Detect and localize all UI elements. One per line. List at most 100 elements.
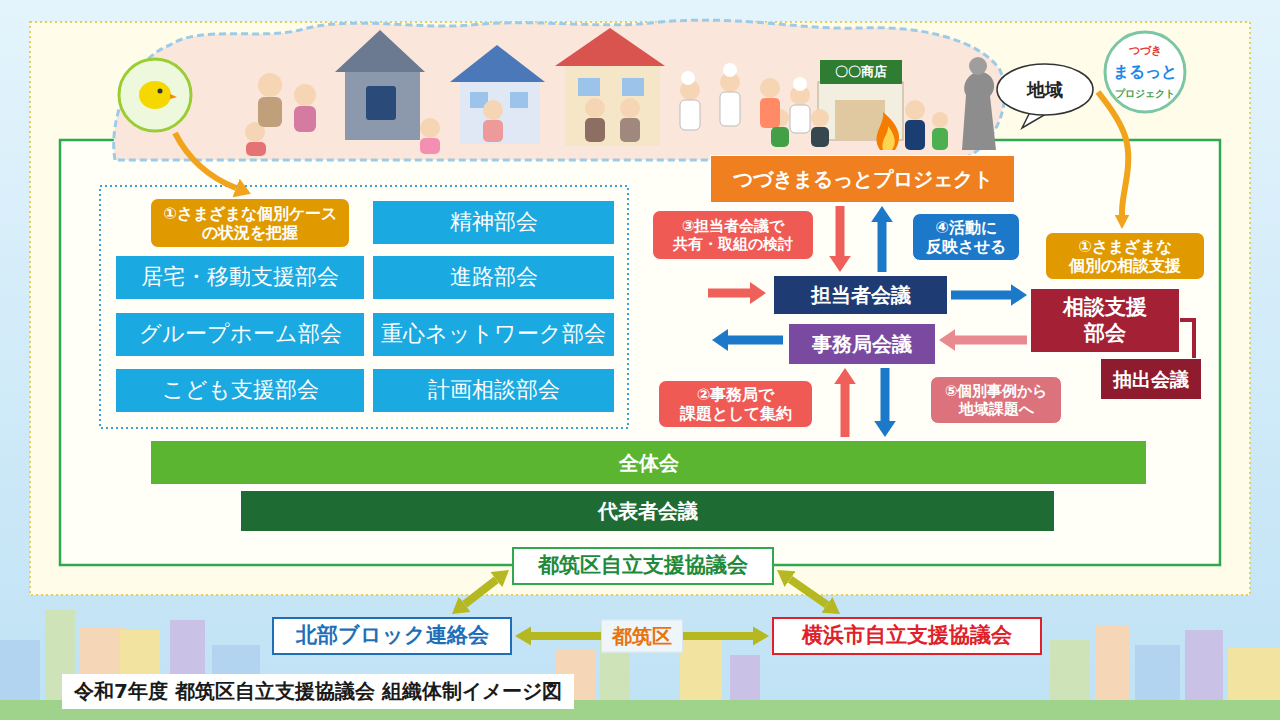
community-illustration (483, 120, 503, 142)
subcommittee-box: 相談支援 部会 (1030, 288, 1180, 353)
node-text: 進路部会 (450, 264, 538, 290)
community-illustration (555, 28, 665, 66)
subcommittee-box: 進路部会 (372, 255, 615, 300)
project-logo (1105, 32, 1185, 112)
leader-arrow (175, 133, 236, 188)
meeting-box: 担当者会議 (773, 275, 948, 315)
connector (955, 336, 1027, 345)
node-text: 居宅・移動支援部会 (141, 264, 339, 290)
node-text: つづきまるっとプロジェクト (733, 167, 993, 191)
node-text: 計画相談部会 (428, 377, 560, 403)
step-callout: ④活動に 反映させる (912, 213, 1020, 261)
community-illustration (680, 100, 700, 130)
community-illustration (460, 82, 540, 144)
community-illustration (622, 78, 644, 96)
council-box: 都筑区自立支援協議会 (512, 547, 774, 585)
community-illustration (294, 106, 316, 132)
community-illustration (620, 118, 640, 142)
helper-logo (119, 59, 191, 131)
node-text: ①さまざまな 個別の相談支援 (1056, 237, 1194, 275)
node-text: ①さまざまな個別ケース の状況を把握 (161, 204, 339, 242)
community-illustration (877, 112, 900, 150)
community-illustration (905, 100, 925, 120)
node-text: 代表者会議 (598, 499, 698, 523)
node-text: ④活動に 反映させる (923, 218, 1009, 256)
community-illustration (585, 118, 605, 142)
node-text: ②事務局で 課題として集約 (669, 385, 802, 423)
community-illustration (882, 126, 894, 150)
flow-arrow (708, 289, 750, 298)
connector (951, 291, 1011, 300)
community-illustration (565, 66, 660, 146)
meeting-box: 抽出会議 (1100, 358, 1202, 400)
community-illustration (245, 72, 948, 142)
flow-arrow (728, 336, 783, 345)
community-illustration (760, 98, 780, 128)
node-text: 全体会 (619, 451, 679, 475)
flow-arrow (728, 340, 783, 341)
community-illustration (760, 78, 780, 98)
project-box: つづきまるっとプロジェクト (710, 155, 1015, 203)
node-text: 抽出会議 (1113, 368, 1189, 391)
community-illustration (246, 63, 948, 156)
community-illustration (420, 118, 440, 138)
community-illustration (345, 72, 420, 140)
community-illustration (793, 77, 807, 91)
community-illustration (790, 105, 810, 133)
node-text: ③担当者会議で 共有・取組の検討 (663, 217, 803, 253)
community-illustration (483, 100, 503, 120)
connector (841, 384, 850, 437)
node-text: ⑤個別事例から 地域課題へ (941, 382, 1051, 418)
community-illustration (962, 72, 996, 150)
step-callout: ②事務局で 課題として集約 (658, 380, 813, 428)
community-illustration (335, 30, 425, 72)
connector (790, 579, 827, 605)
bubble-outline (997, 64, 1093, 115)
step-callout: ①さまざまな 個別の相談支援 (1045, 232, 1205, 280)
connector (1180, 320, 1194, 358)
meeting-box: 事務局会議 (788, 323, 936, 365)
community-illustration (246, 142, 266, 156)
connector (465, 580, 497, 604)
node-text: グループホーム部会 (139, 321, 342, 347)
node-text: 北部ブロック連絡会 (296, 623, 489, 648)
diagram-title: 令和7年度 都筑区自立支援協議会 組織体制イメージ図 (62, 674, 574, 709)
logo-text: プロジェクト (1115, 87, 1175, 101)
plenary-bar: 全体会 (150, 440, 1147, 485)
community-illustration (620, 98, 640, 118)
representative-bar: 代表者会議 (240, 490, 1055, 532)
community-illustration (820, 60, 902, 84)
node-text: 地域 (1027, 79, 1063, 101)
community-illustration (510, 92, 528, 108)
helper-logo (170, 94, 177, 99)
subcommittee-box: 重心ネットワーク部会 (372, 312, 615, 357)
community-illustration (294, 84, 316, 106)
node-text: 精神部会 (450, 209, 538, 235)
flow-arrow (708, 293, 750, 294)
connector (836, 206, 845, 256)
community-illustration (811, 109, 829, 127)
community-illustration (905, 120, 925, 150)
community-illustration (258, 73, 282, 97)
helper-logo (119, 59, 191, 131)
node-text: こども支援部会 (162, 377, 319, 403)
subcommittee-box: 居宅・移動支援部会 (115, 255, 365, 300)
community-illustration (578, 78, 600, 96)
step-callout: ⑤個別事例から 地域課題へ (930, 376, 1062, 424)
connector (1098, 92, 1128, 215)
community-illustration (969, 57, 987, 75)
city-council-box: 横浜市自立支援協議会 (772, 617, 1042, 655)
community-illustration (723, 63, 737, 77)
node-text: 横浜市自立支援協議会 (802, 623, 1012, 648)
community-illustration (720, 92, 740, 126)
leader-arrow (175, 133, 236, 188)
subcommittee-frame (100, 186, 628, 428)
community-illustration (114, 20, 1005, 160)
helper-logo (158, 89, 163, 94)
logo-text: つづき (1129, 43, 1162, 58)
subcommittee-box: 精神部会 (372, 200, 615, 245)
